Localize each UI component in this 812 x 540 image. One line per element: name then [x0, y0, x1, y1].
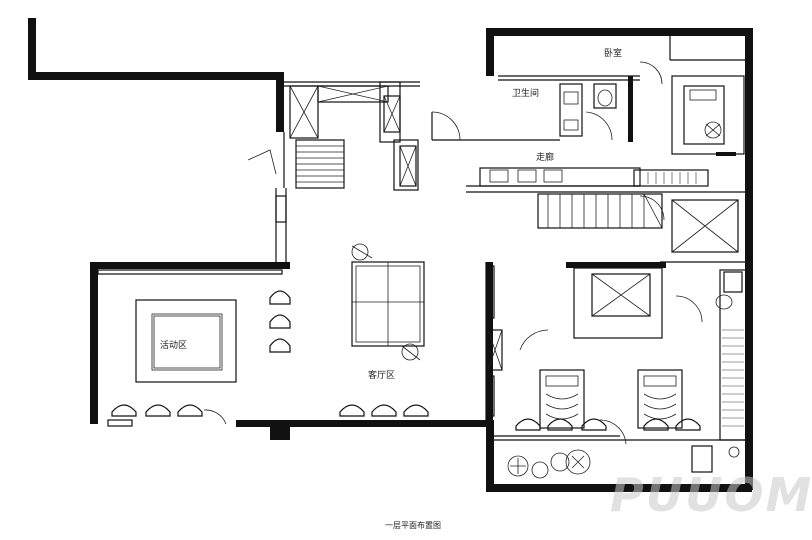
windows — [91, 265, 495, 427]
beds-lower-right — [539, 369, 683, 429]
shafts — [275, 85, 739, 371]
door-swings — [203, 61, 703, 445]
wardrobe — [722, 329, 744, 427]
room-label-lounge: 客厅区 — [368, 369, 395, 381]
room-label-activity: 活动区 — [160, 339, 187, 351]
watermark: PUUOM — [610, 468, 812, 522]
exterior-walls — [28, 18, 753, 492]
counter — [479, 167, 709, 187]
room-label-top-right: 卧室 — [604, 47, 622, 59]
staircase-center — [537, 193, 663, 229]
bedroom-top-right — [683, 85, 736, 156]
chairs — [111, 290, 701, 431]
plan-caption: 一层平面布置图 — [385, 521, 441, 530]
garden-plants — [507, 445, 740, 479]
room-label-bath: 卫生间 — [512, 87, 539, 99]
room-label-corridor: 走廊 — [536, 151, 554, 163]
activity-room — [97, 269, 283, 383]
lounge-sofa — [351, 243, 425, 361]
interior-walls — [275, 36, 747, 441]
staircase-left — [295, 139, 345, 189]
bathroom-fixtures — [559, 83, 743, 310]
